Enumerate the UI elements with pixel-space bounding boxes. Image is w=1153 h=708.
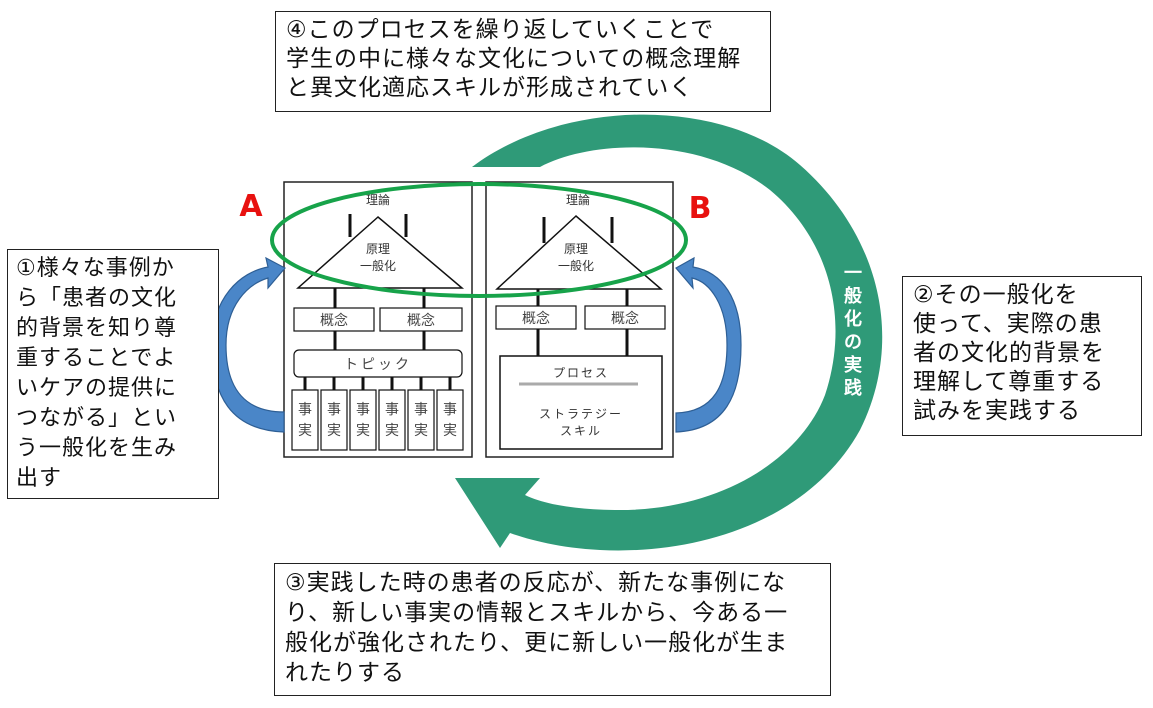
fact-label: 実 xyxy=(327,423,341,439)
note-step-3-line: れたりする xyxy=(285,660,405,686)
note-step-2-line: 使って、実際の患 xyxy=(913,311,1103,337)
panel-a-theory: 理論 xyxy=(366,192,390,207)
panel-b-theory: 理論 xyxy=(566,192,590,207)
note-step-2-line: ②その一般化を xyxy=(913,282,1079,308)
note-step-1-line: いケアの提供に xyxy=(16,376,178,401)
label-b: B xyxy=(689,191,712,226)
panel-a-topic: トピック xyxy=(344,357,412,373)
right-cycle-arrow xyxy=(675,256,742,433)
panel-a-concept-2: 概念 xyxy=(407,312,435,329)
note-step-1-line: ら「患者の文化 xyxy=(16,286,178,311)
panel-b-strategy: ストラテジー xyxy=(539,407,623,421)
fact-label: 事 xyxy=(443,402,457,418)
panel-b-process: プロセス xyxy=(553,366,609,380)
panel-a-principle: 原理 xyxy=(366,242,390,256)
panel-b-concept-1: 概念 xyxy=(522,310,550,327)
fact-label: 実 xyxy=(356,423,370,439)
fact-label: 事 xyxy=(327,402,341,418)
fact-label: 実 xyxy=(443,423,457,439)
note-step-4-line: 学生の中に様々な文化についての概念理解 xyxy=(286,46,742,72)
note-step-1: ①様々な事例か ら「患者の文化 的背景を知り尊 重することでよ いケアの提供に … xyxy=(7,249,219,499)
note-step-1-line: 出す xyxy=(16,466,63,491)
label-a: A xyxy=(239,189,263,224)
cycle-label-char: 実 xyxy=(844,354,862,376)
note-step-1-line: つながる」とい xyxy=(16,406,178,431)
fact-box xyxy=(407,389,435,451)
note-step-4: ④このプロセスを繰り返していくことで 学生の中に様々な文化についての概念理解 と… xyxy=(275,11,771,112)
note-step-3: ③実践した時の患者の反応が、新たな事例にな り、新しい事実の情報とスキルから、今… xyxy=(274,563,831,696)
fact-label: 実 xyxy=(414,423,428,439)
cycle-label-char: 般 xyxy=(844,285,862,307)
note-step-2: ②その一般化を 使って、実際の患 者の文化的背景を 理解して尊重する 試みを実践… xyxy=(902,276,1142,436)
panel-b-principle: 原理 xyxy=(564,242,588,256)
fact-box xyxy=(349,389,377,451)
note-step-1-line: 重することでよ xyxy=(16,346,177,371)
note-step-2-line: 者の文化的背景を xyxy=(913,340,1105,366)
note-step-4-line: ④このプロセスを繰り返していくことで xyxy=(286,17,715,43)
left-cycle-arrow xyxy=(211,256,286,433)
cycle-label-char: 化 xyxy=(844,308,862,330)
note-step-3-line: り、新しい事実の情報とスキルから、今ある一 xyxy=(285,600,789,626)
note-step-1-line: 的背景を知り尊 xyxy=(16,316,178,341)
fact-label: 事 xyxy=(414,402,428,418)
fact-box xyxy=(378,389,406,451)
note-step-1-line: ①様々な事例か xyxy=(16,256,175,281)
panel-a-concept-1: 概念 xyxy=(320,312,348,329)
highlight-ellipse xyxy=(270,182,688,298)
fact-label: 事 xyxy=(356,402,370,418)
note-step-2-line: 試みを実践する xyxy=(913,398,1081,424)
fact-label: 実 xyxy=(385,423,399,439)
fact-label: 事 xyxy=(385,402,399,418)
fact-label: 事 xyxy=(298,402,312,418)
fact-box xyxy=(320,389,348,451)
fact-box xyxy=(291,389,319,451)
cycle-label-char: の xyxy=(844,332,862,353)
fact-label: 実 xyxy=(298,423,312,439)
note-step-3-line: 般化が強化されたり、更に新しい一般化が生ま xyxy=(285,630,789,656)
cycle-arrow xyxy=(455,114,883,551)
panel-b-skill: スキル xyxy=(560,424,602,438)
fact-box xyxy=(436,389,464,451)
note-step-2-line: 理解して尊重する xyxy=(913,369,1105,395)
note-step-4-line: と異文化適応スキルが形成されていく xyxy=(286,75,694,101)
panel-b-generalization: 一般化 xyxy=(558,258,594,273)
cycle-label-char: 一 xyxy=(844,263,862,284)
note-step-3-line: ③実践した時の患者の反応が、新たな事例にな xyxy=(285,570,787,596)
panel-b-concept-2: 概念 xyxy=(611,310,639,327)
panel-b: 理論 原理 一般化 概念 概念 プロセス ストラテジー スキル xyxy=(485,181,674,458)
panel-a-generalization: 一般化 xyxy=(360,258,396,273)
note-step-1-line: う一般化を生み xyxy=(16,436,178,461)
cycle-label-char: 践 xyxy=(844,377,862,399)
